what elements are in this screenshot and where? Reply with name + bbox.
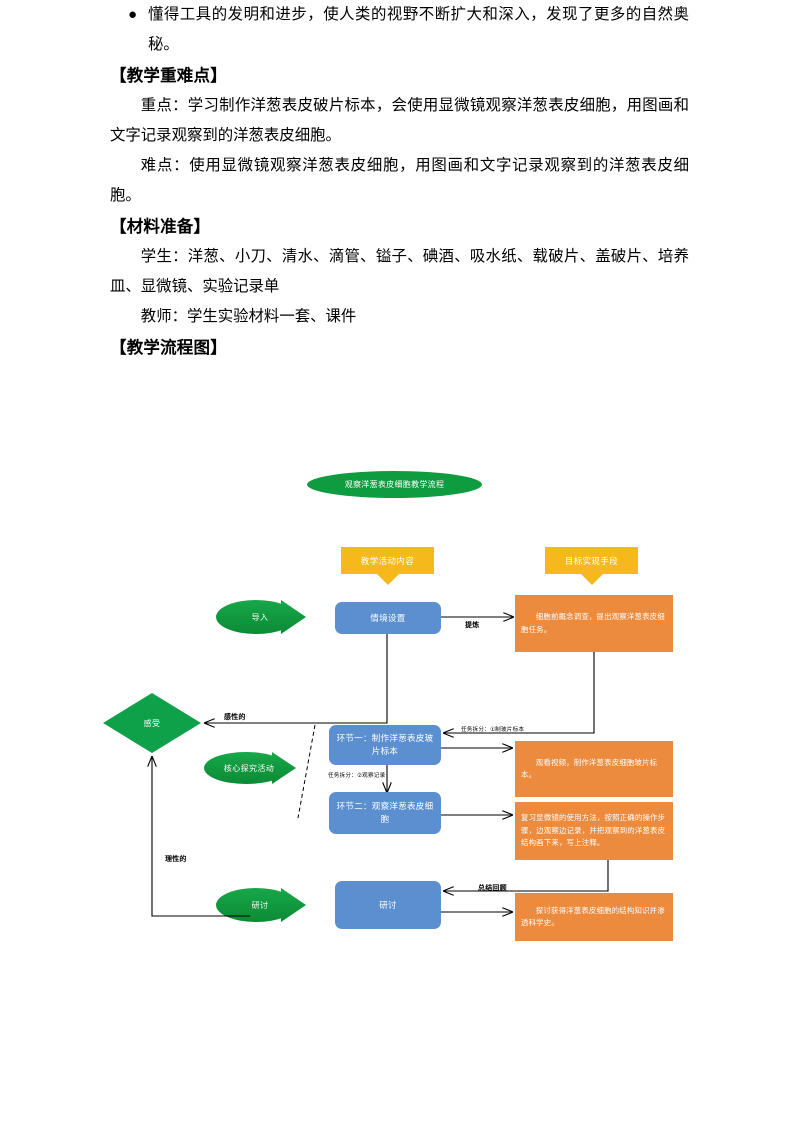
paragraph-teacher-materials: 教师：学生实验材料一套、课件 [140, 308, 357, 325]
bullet-list-item: ● 懂得工具的发明和进步，使人类的视野不断扩大和深入，发现了更多的自然奥秘。 [0, 0, 794, 60]
bullet-text: 懂得工具的发明和进步，使人类的视野不断扩大和深入，发现了更多的自然奥秘。 [148, 6, 689, 53]
stage-arrow-shape-import [216, 600, 306, 634]
decision-diamond-shape [103, 693, 201, 753]
activity-box-step2: 环节二：观察洋葱表皮细胞 [329, 792, 441, 834]
stage-arrow-import: 导入 [216, 600, 316, 634]
column-header-means: 目标实现手段 [545, 547, 638, 585]
paragraph-key-point: 重点：学习制作洋葱表皮破片标本，会使用显微镜观察洋葱表皮细胞，用图画和文字记录观… [110, 97, 689, 144]
column-header-means-label: 目标实现手段 [564, 555, 619, 566]
means-box-structure-knowledge: 探讨获得洋葱表皮细胞的结构知识并渗透科学史。 [515, 893, 673, 941]
flowchart-title-ellipse: 观察洋葱表皮细胞教学流程 [307, 471, 482, 498]
column-header-activities: 教学活动内容 [341, 547, 434, 585]
decision-node-feel: 感受 [143, 718, 161, 728]
stage-arrow-core-inquiry-label: 核心探究活动 [223, 763, 275, 773]
edge-scene-to-decision [205, 634, 388, 723]
activity-box-scene-setting: 情境设置 [335, 602, 441, 634]
banner-tail-icon [580, 574, 603, 585]
stage-arrow-shape-discuss [216, 888, 306, 922]
activity-box-discussion: 研讨 [335, 881, 441, 929]
edge-label-perceptual: 感性的 [224, 714, 246, 721]
stage-arrow-import-label: 导入 [251, 612, 269, 622]
edge-means3-to-discuss [444, 850, 609, 891]
means-box-microscope-procedure: 复习显微镜的使用方法，按照正确的操作步骤，边观察边记录，并把观察到的洋葱表皮结构… [515, 802, 673, 860]
means-box-preconcept-survey: 细胞前概念调查，提出观察洋葱表皮细胞任务。 [515, 595, 673, 652]
document-body: ● 懂得工具的发明和进步，使人类的视野不断扩大和深入，发现了更多的自然奥秘。 【… [0, 0, 794, 363]
edge-label-task-split-1: 任务拆分：①制玻片标本 [461, 727, 525, 733]
paragraph-difficult-point: 难点：使用显微镜观察洋葱表皮细胞，用图画和文字记录观察到的洋葱表皮细胞。 [110, 157, 689, 204]
edge-label-rational: 理性的 [165, 856, 187, 863]
flowchart-connectors [103, 600, 609, 922]
bullet-marker: ● [128, 7, 138, 23]
teaching-flowchart: 观察洋葱表皮细胞教学流程 教学活动内容 目标实现手段 导入 核心探究活动 研讨 … [0, 440, 794, 980]
edge-discuss-to-decision [152, 757, 250, 917]
means-box-structure-knowledge-text: 探讨获得洋葱表皮细胞的结构知识并渗透科学史。 [521, 905, 665, 928]
stage-arrow-shape-core [204, 752, 296, 784]
edge-label-refine: 提炼 [465, 622, 480, 629]
means-box-preconcept-survey-text: 细胞前概念调查，提出观察洋葱表皮细胞任务。 [521, 612, 665, 634]
means-box-microscope-procedure-text: 复习显微镜的使用方法，按照正确的操作步骤，边观察边记录，并把观察到的洋葱表皮结构… [521, 813, 666, 848]
stage-arrow-discussion: 研讨 [216, 888, 316, 922]
activity-box-step1: 环节一：制作洋葱表皮玻片标本 [329, 725, 441, 765]
section-heading-flowchart: 【教学流程图】 [110, 338, 227, 357]
edge-label-summary: 总结回顾 [478, 885, 507, 892]
banner-tail-icon [376, 574, 399, 585]
edge-means1-to-step1 [444, 652, 595, 733]
means-box-video-slide: 观看视频，制作洋葱表皮细胞玻片标本。 [515, 741, 673, 797]
edge-dashed-core-bracket [297, 724, 316, 819]
paragraph-student-materials: 学生：洋葱、小刀、清水、滴管、镒子、碘酒、吸水纸、载破片、盖破片、培养皿、显微镜… [110, 248, 689, 295]
stage-arrow-core-inquiry: 核心探究活动 [204, 752, 306, 784]
section-heading-materials: 【材料准备】 [110, 217, 211, 236]
edge-label-task-split-2: 任务拆分：②观察记录 [328, 773, 386, 779]
stage-arrow-discussion-label: 研讨 [251, 900, 269, 910]
column-header-activities-label: 教学活动内容 [360, 555, 415, 566]
means-box-video-slide-text: 观看视频，制作洋葱表皮细胞玻片标本。 [521, 757, 658, 780]
section-heading-key-points: 【教学重难点】 [110, 66, 227, 85]
